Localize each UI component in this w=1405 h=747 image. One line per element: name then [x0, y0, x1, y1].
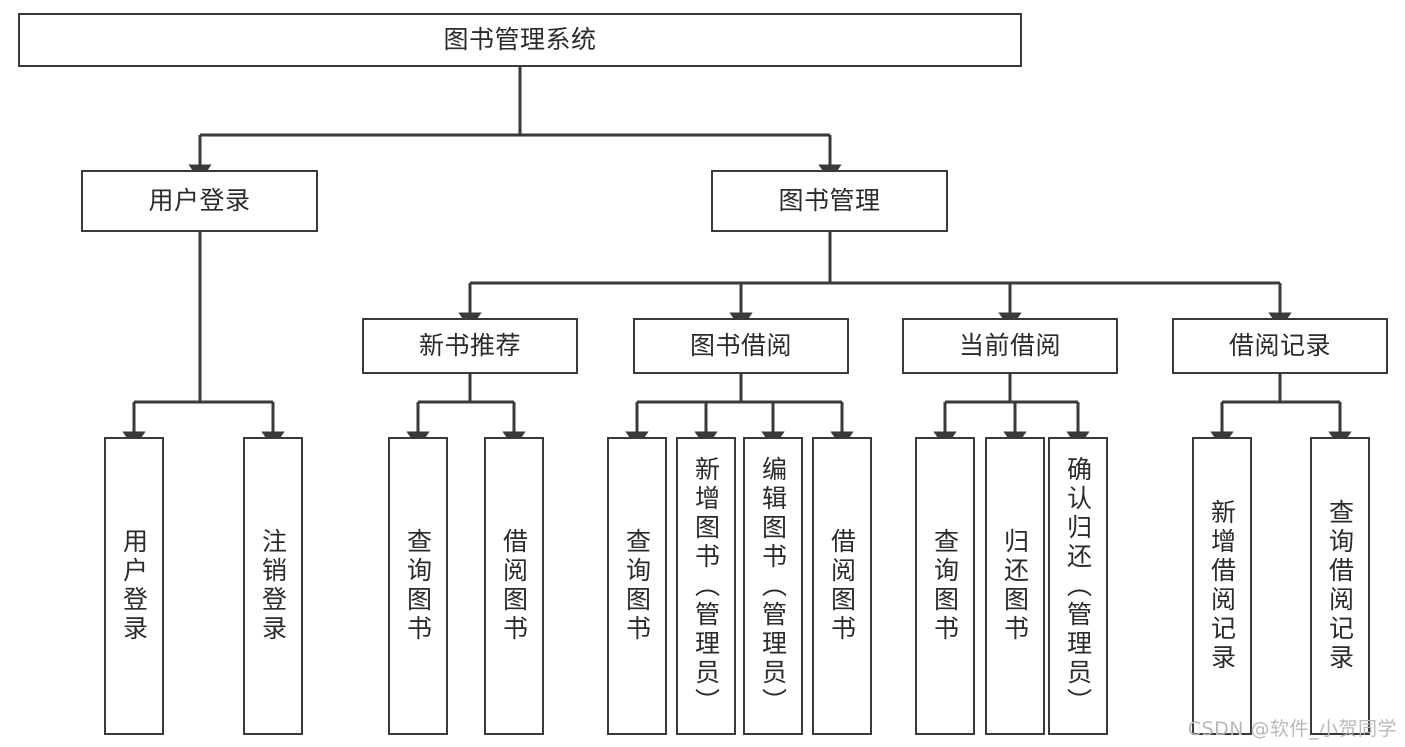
node-label: 查询图书 — [403, 528, 433, 644]
node-label: 借阅图书 — [827, 528, 857, 644]
node-book-manage[interactable]: 图书管理 — [711, 170, 948, 232]
node-label: 注销登录 — [258, 528, 288, 644]
node-label: 新书推荐 — [418, 331, 521, 360]
node-leaf-return-book[interactable]: 归还图书 — [985, 437, 1045, 735]
node-label: 当前借阅 — [958, 331, 1061, 360]
node-borrow-record[interactable]: 借阅记录 — [1172, 318, 1388, 374]
node-root-图书管理系统[interactable]: 图书管理系统 — [18, 13, 1022, 67]
node-leaf-user-logout[interactable]: 注销登录 — [243, 437, 303, 735]
node-leaf-query-record[interactable]: 查询借阅记录 — [1310, 437, 1370, 735]
node-user-login[interactable]: 用户登录 — [81, 170, 318, 232]
node-leaf-add-record[interactable]: 新增借阅记录 — [1192, 437, 1252, 735]
node-label: 查询图书 — [622, 528, 652, 644]
node-label: 借阅图书 — [499, 528, 529, 644]
node-leaf-borrow-book-1[interactable]: 借阅图书 — [484, 437, 544, 735]
node-label: 查询图书 — [930, 528, 960, 644]
node-leaf-edit-book[interactable]: 编辑图书（管理员） — [743, 437, 803, 735]
node-label: 借阅记录 — [1228, 331, 1331, 360]
node-leaf-query-book-2[interactable]: 查询图书 — [607, 437, 667, 735]
node-leaf-query-book-3[interactable]: 查询图书 — [915, 437, 975, 735]
node-label: 图书管理 — [778, 186, 881, 215]
node-leaf-confirm-return[interactable]: 确认归还（管理员） — [1048, 437, 1108, 735]
node-label: 归还图书 — [1000, 528, 1030, 644]
node-leaf-query-book-1[interactable]: 查询图书 — [388, 437, 448, 735]
node-label: 新增图书（管理员） — [691, 455, 721, 717]
node-new-book-recommend[interactable]: 新书推荐 — [362, 318, 578, 374]
node-label: 用户登录 — [148, 186, 251, 215]
node-label: 查询借阅记录 — [1325, 499, 1355, 673]
node-leaf-add-book[interactable]: 新增图书（管理员） — [676, 437, 736, 735]
node-label: 编辑图书（管理员） — [758, 455, 788, 717]
csdn-watermark: CSDN @软件_小贺同学 — [1187, 718, 1397, 740]
node-label: 新增借阅记录 — [1207, 499, 1237, 673]
node-leaf-borrow-book-2[interactable]: 借阅图书 — [812, 437, 872, 735]
node-label: 图书借阅 — [689, 331, 792, 360]
node-label: 图书管理系统 — [443, 25, 597, 54]
node-leaf-user-login[interactable]: 用户登录 — [104, 437, 164, 735]
node-label: 确认归还（管理员） — [1063, 455, 1093, 717]
node-current-borrow[interactable]: 当前借阅 — [902, 318, 1118, 374]
node-label: 用户登录 — [119, 528, 149, 644]
node-book-borrow[interactable]: 图书借阅 — [633, 318, 849, 374]
